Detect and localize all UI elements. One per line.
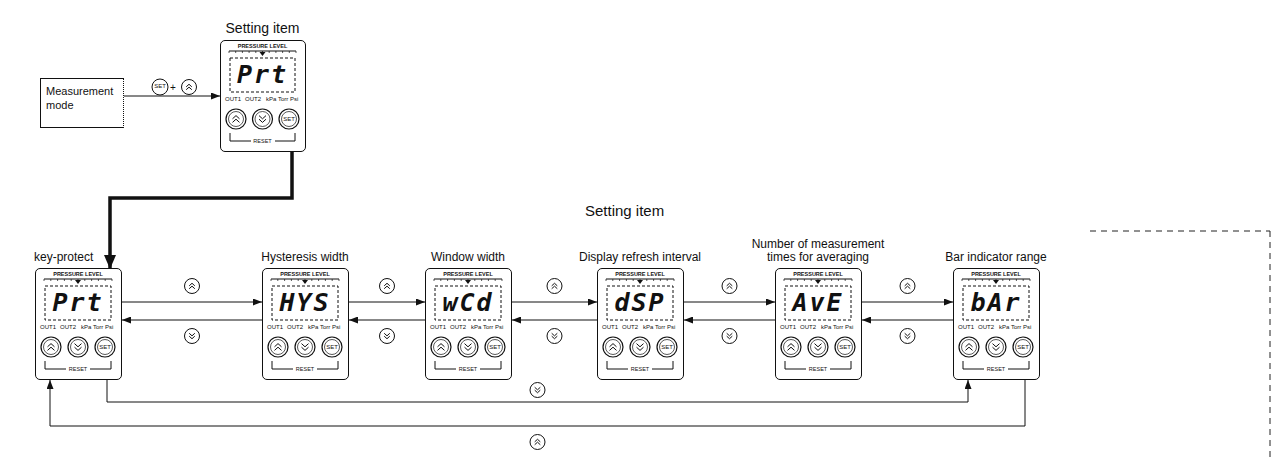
up-key-icon (380, 279, 395, 294)
flow-arrow (512, 320, 597, 321)
button-label: SET (1013, 344, 1033, 351)
up-key-icon (530, 435, 545, 450)
flow-arrow (349, 320, 425, 321)
sensor-panel: Setting itemPRESSURE LEVELPrtOUT1OUT2kPa… (220, 40, 306, 152)
seven-segment-display: Prt (231, 59, 294, 91)
flow-arrow (124, 96, 220, 97)
item-title: Setting item (183, 21, 343, 36)
output-indicator: OUT2 (60, 324, 76, 331)
mode-box: Measurement mode (40, 78, 124, 128)
seven-segment-display: Prt (46, 287, 110, 319)
output-indicator: OUT2 (978, 324, 994, 331)
flow-arrow (684, 302, 775, 303)
seven-segment-display: dSP (608, 287, 672, 319)
unit-indicator: kPa Torr Psi (643, 324, 675, 331)
down-key-icon (185, 329, 200, 344)
output-indicator: OUT2 (245, 96, 261, 103)
unit-indicator: kPa Torr Psi (81, 324, 113, 331)
flow-arrow (122, 320, 262, 321)
unit-indicator: kPa Torr Psi (266, 96, 298, 103)
down-key-icon (530, 383, 545, 398)
up-key-icon (185, 279, 200, 294)
flow-arrow (684, 320, 775, 321)
reset-label: RESET (66, 366, 90, 372)
output-indicator: OUT1 (780, 324, 796, 331)
reset-label: RESET (293, 366, 317, 372)
item-title: Display refresh interval (550, 251, 730, 264)
flow-arrow (862, 320, 953, 321)
unit-indicator: kPa Torr Psi (308, 324, 340, 331)
panel-caption: PRESSURE LEVEL (263, 271, 347, 277)
flow-arrow (50, 380, 1025, 426)
seven-segment-display: bAr (964, 287, 1028, 319)
flow-arrow (122, 302, 262, 303)
item-title: Window width (378, 251, 558, 264)
output-indicator: OUT2 (800, 324, 816, 331)
panel-caption: PRESSURE LEVEL (36, 271, 120, 277)
reset-label: RESET (628, 366, 652, 372)
panel-caption: PRESSURE LEVEL (598, 271, 682, 277)
output-indicator: OUT2 (287, 324, 303, 331)
key-symbol: SET (151, 83, 169, 90)
item-title: Hysteresis width (215, 251, 395, 264)
output-indicator: OUT1 (225, 96, 241, 103)
output-indicator: OUT1 (958, 324, 974, 331)
unit-indicator: kPa Torr Psi (821, 324, 853, 331)
sensor-panel: key-protectPRESSURE LEVELPrtOUT1OUT2kPa … (35, 268, 122, 380)
unit-indicator: kPa Torr Psi (471, 324, 503, 331)
button-label: SET (835, 344, 855, 351)
output-indicator: OUT2 (450, 324, 466, 331)
panel-caption: PRESSURE LEVEL (221, 43, 304, 49)
panel-caption: PRESSURE LEVEL (776, 271, 860, 277)
down-key-icon (900, 329, 915, 344)
down-key-icon (380, 329, 395, 344)
up-key-icon (900, 279, 915, 294)
up-key-icon (547, 279, 562, 294)
item-title: key-protect (34, 251, 154, 264)
flow-arrow (349, 302, 425, 303)
button-label: SET (279, 116, 299, 123)
panel-caption: PRESSURE LEVEL (426, 271, 510, 277)
panel-caption: PRESSURE LEVEL (954, 271, 1038, 277)
down-key-icon (722, 329, 737, 344)
item-title: Bar indicator range (906, 251, 1086, 264)
plus-sign: + (170, 82, 176, 93)
mode-label: Measurement mode (46, 85, 120, 113)
down-key-icon (547, 329, 562, 344)
flow-arrow (512, 302, 597, 303)
output-indicator: OUT1 (267, 324, 283, 331)
button-label: SET (322, 344, 342, 351)
seven-segment-display: AvE (786, 287, 850, 319)
output-indicator: OUT1 (430, 324, 446, 331)
sensor-panel: Number of measurement times for averagin… (775, 268, 862, 380)
flow-arrow (862, 302, 953, 303)
seven-segment-display: HYS (273, 287, 337, 319)
seven-segment-display: wCd (436, 287, 500, 319)
up-key-icon (722, 279, 737, 294)
output-indicator: OUT1 (602, 324, 618, 331)
sensor-panel: Window widthPRESSURE LEVELwCdOUT1OUT2kPa… (425, 268, 512, 380)
dashed-boundary (1090, 231, 1270, 458)
sensor-panel: Display refresh intervalPRESSURE LEVELdS… (597, 268, 684, 380)
output-indicator: OUT1 (40, 324, 56, 331)
button-label: SET (485, 344, 505, 351)
sensor-panel: Bar indicator rangePRESSURE LEVELbArOUT1… (953, 268, 1040, 380)
output-indicator: OUT2 (622, 324, 638, 331)
button-label: SET (95, 344, 115, 351)
sensor-panel: Hysteresis widthPRESSURE LEVELHYSOUT1OUT… (262, 268, 349, 380)
reset-label: RESET (456, 366, 480, 372)
reset-label: RESET (806, 366, 830, 372)
flow-arrow (107, 380, 968, 402)
button-label: SET (657, 344, 677, 351)
reset-label: RESET (251, 138, 275, 144)
up-key-icon (182, 80, 197, 95)
key-icon (152, 79, 168, 95)
unit-indicator: kPa Torr Psi (999, 324, 1031, 331)
item-title: Number of measurement times for averagin… (738, 238, 898, 264)
reset-label: RESET (984, 366, 1008, 372)
section-label: Setting item (585, 203, 664, 220)
